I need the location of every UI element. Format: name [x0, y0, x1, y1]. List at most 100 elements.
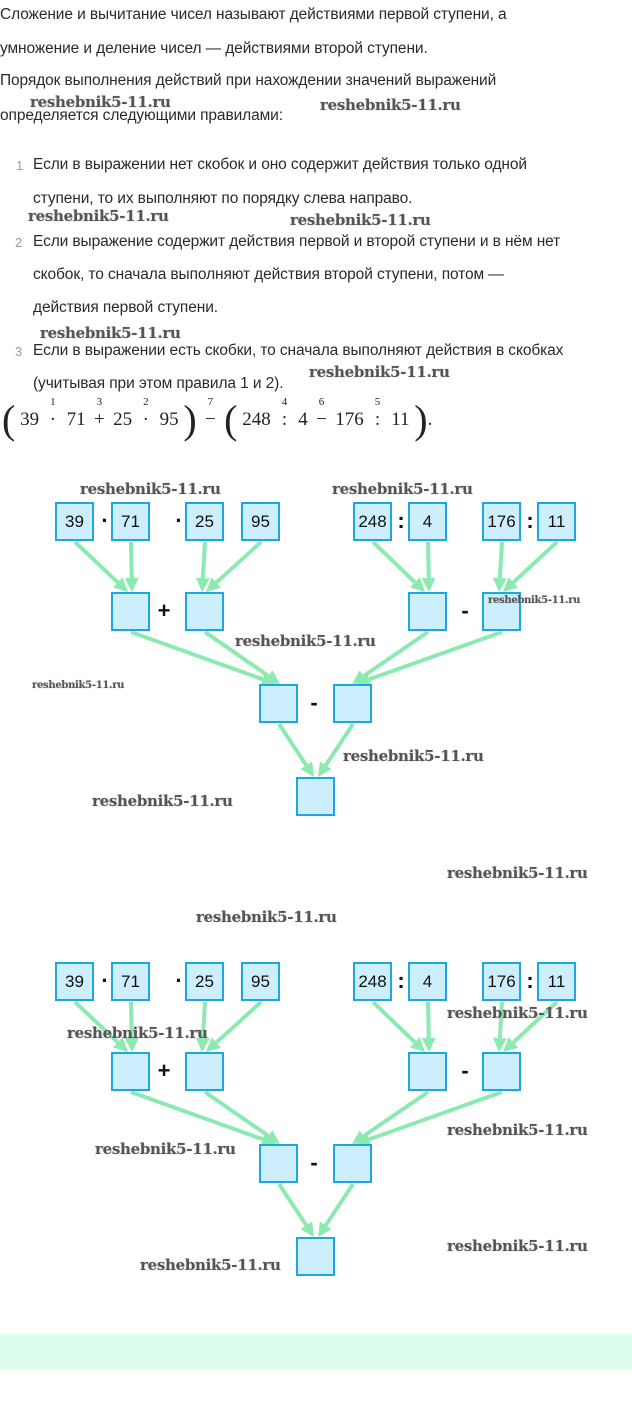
operation-sign: - — [461, 598, 469, 623]
watermark: reshebnik5-11.ru — [447, 1004, 588, 1022]
operation-sign: - — [461, 1058, 469, 1083]
arrow — [124, 1001, 139, 1052]
intermediate-result-box[interactable] — [185, 1052, 224, 1091]
operation-sign: · — [101, 968, 109, 993]
intermediate-result-box[interactable] — [259, 1144, 298, 1183]
watermark: reshebnik5-11.ru — [28, 207, 169, 225]
rule-line: скобок, то сначала выполняют действия вт… — [33, 266, 504, 283]
intermediate-result-box[interactable] — [111, 592, 150, 631]
arrow — [130, 1090, 276, 1146]
paren-open: ( — [2, 397, 16, 442]
intermediate-result-box[interactable] — [408, 592, 447, 631]
operand: 248 — [242, 409, 271, 430]
order-number: 5 — [374, 396, 381, 408]
watermark: reshebnik5-11.ru — [30, 93, 171, 111]
operation: 7− — [201, 396, 219, 431]
rule-line: действия первой ступени. — [33, 299, 218, 316]
operand-box: 95 — [241, 502, 280, 541]
rule-number: 1 — [16, 158, 24, 173]
operation: 1· — [44, 396, 62, 431]
watermark: reshebnik5-11.ru — [235, 632, 376, 650]
arrow — [277, 722, 314, 777]
final-result-box[interactable] — [296, 1237, 335, 1276]
watermark: reshebnik5-11.ru — [67, 1024, 208, 1042]
arrow — [195, 541, 210, 592]
operation-sign: - — [310, 1150, 318, 1175]
watermark: reshebnik5-11.ru — [140, 1256, 281, 1274]
arrow — [206, 540, 263, 592]
operand-box: 11 — [537, 962, 576, 1001]
arrow — [73, 540, 128, 592]
watermark: reshebnik5-11.ru — [40, 324, 181, 342]
paren-open: ( — [224, 397, 238, 442]
operand-box: 39 — [55, 962, 94, 1001]
operand-box: 39 — [55, 502, 94, 541]
operand: 25 — [113, 409, 133, 430]
arrow — [356, 630, 503, 686]
intermediate-result-box[interactable] — [482, 592, 521, 631]
watermark: reshebnik5-11.ru — [196, 908, 337, 926]
intermediate-result-box[interactable] — [185, 592, 224, 631]
watermark: reshebnik5-11.ru — [80, 480, 221, 498]
arrow — [421, 541, 436, 592]
arrow — [195, 1001, 210, 1052]
operation: 3+ — [90, 396, 108, 431]
expression-formula: ( 39 1· 71 3+ 25 2· 95 ) 7− ( 248 4: 4 6… — [2, 392, 432, 442]
operation-sign: : — [526, 968, 534, 993]
operand-box: 95 — [241, 962, 280, 1001]
operation-sign: : — [526, 508, 534, 533]
arrow — [124, 541, 139, 592]
watermark: reshebnik5-11.ru — [447, 1237, 588, 1255]
watermark: reshebnik5-11.ru — [32, 680, 125, 691]
operation-sign: - — [310, 690, 318, 715]
intermediate-result-box[interactable] — [333, 1144, 372, 1183]
operand-box: 4 — [408, 502, 447, 541]
operand-box: 248 — [353, 962, 392, 1001]
operation: 2· — [137, 396, 155, 431]
watermark: reshebnik5-11.ru — [447, 1121, 588, 1139]
arrow — [356, 1090, 503, 1146]
arrow — [318, 722, 355, 777]
operation-sign: · — [175, 968, 183, 993]
intermediate-result-box[interactable] — [482, 1052, 521, 1091]
paren-close: ) — [183, 397, 197, 442]
period: . — [427, 409, 433, 430]
operand: 176 — [335, 409, 364, 430]
watermark: reshebnik5-11.ru — [447, 864, 588, 882]
rule-number: 3 — [15, 344, 23, 359]
operand-box: 176 — [482, 502, 521, 541]
operand: 39 — [20, 409, 40, 430]
intermediate-result-box[interactable] — [408, 1052, 447, 1091]
operation: 6− — [312, 396, 330, 431]
operand-box: 176 — [482, 962, 521, 1001]
intermediate-result-box[interactable] — [259, 684, 298, 723]
operation-sign: + — [157, 1058, 171, 1083]
operation-sign: : — [397, 508, 405, 533]
arrow — [277, 1182, 314, 1237]
operation-sign: : — [397, 968, 405, 993]
watermark: reshebnik5-11.ru — [290, 211, 431, 229]
arrow — [492, 1001, 507, 1052]
operand: 95 — [159, 409, 179, 430]
rule-number: 2 — [15, 235, 23, 250]
operand-box: 4 — [408, 962, 447, 1001]
arrow — [421, 1001, 436, 1052]
watermark: reshebnik5-11.ru — [92, 792, 233, 810]
final-result-box[interactable] — [296, 777, 335, 816]
operation: 4: — [275, 396, 293, 431]
rule-line: Если в выражении нет скобок и оно содерж… — [33, 156, 527, 173]
intermediate-result-box[interactable] — [111, 1052, 150, 1091]
intermediate-result-box[interactable] — [333, 684, 372, 723]
intro-line: умножение и деление чисел — действиями в… — [0, 40, 428, 57]
arrow — [503, 1000, 559, 1052]
rule-line: (учитывая при этом правила 1 и 2). — [33, 375, 284, 392]
watermark: reshebnik5-11.ru — [343, 747, 484, 765]
arrow — [492, 541, 507, 592]
intro-line: определяется следующими правилами: — [0, 107, 283, 124]
operand-box: 25 — [185, 502, 224, 541]
order-number: 3 — [96, 396, 103, 408]
rule-line: ступени, то их выполняют по порядку слев… — [33, 190, 413, 207]
watermark: reshebnik5-11.ru — [309, 363, 450, 381]
